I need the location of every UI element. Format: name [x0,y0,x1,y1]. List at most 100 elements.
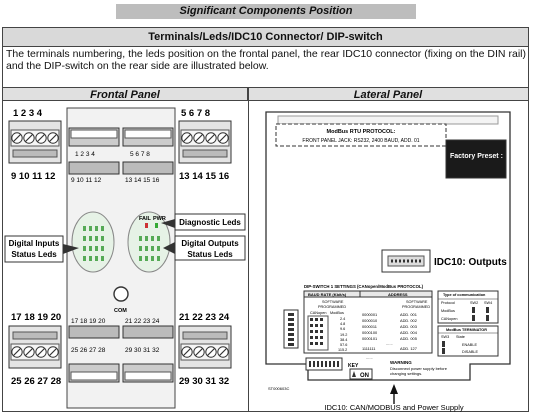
svg-text:9.6: 9.6 [340,327,345,331]
terminal-block-top-left [8,120,62,164]
lateral-panel-diagram: ModBus RTU PROTOCOL: FRONT PANEL JACK: R… [265,111,511,412]
center-terminals-17-20: 17 18 19 20 [71,318,106,325]
idc10-caption: IDC10: CAN/MODBUS and Power Supply [324,403,463,412]
modbus-info-box [275,123,447,147]
terminals-25-28: 25 26 27 28 [11,376,61,387]
factory-preset-box [445,139,507,179]
terminal-block-top-right [178,120,232,164]
svg-text:0000010: 0000010 [362,318,378,323]
terminals-5-8: 5 6 7 8 [181,108,210,119]
lateral-panel-title: Lateral Panel [247,87,528,101]
svg-text:Type of communication: Type of communication [443,293,486,297]
digital-inputs-callout: Digital Inputs Status Leds [4,235,79,263]
center-terminals-21-24: 21 22 23 24 [125,318,160,325]
idc10-outputs-label: IDC10: Outputs [434,257,507,268]
svg-text:BAUD RATE (Kbit/s): BAUD RATE (Kbit/s) [308,292,347,297]
svg-text:ModBus: ModBus [441,309,455,313]
svg-text:......: ...... [386,341,393,346]
digital-outputs-callout: Digital Outputs Status Leds [163,235,246,261]
terminals-13-16: 13 14 15 16 [179,171,229,182]
center-terminals-5-8: 5 6 7 8 [130,151,150,158]
svg-text:Digital Outputs: Digital Outputs [181,239,239,248]
svg-text:PROGRAMMED: PROGRAMMED [318,305,346,309]
svg-text:DIP-SWITCH 1 SETTINGS (CANopen: DIP-SWITCH 1 SETTINGS (CANopen/ModBus PR… [304,284,424,289]
svg-text:SOFTWARE: SOFTWARE [406,300,428,304]
svg-text:ADD. 001: ADD. 001 [400,312,417,317]
page-title: Significant Components Position [116,4,416,19]
svg-text:PROGRAMMED: PROGRAMMED [402,305,430,309]
svg-text:CANopen: CANopen [441,317,457,321]
terminal-block-bottom-left [8,325,62,369]
svg-text:57.6: 57.6 [340,343,347,347]
terminal-block-bottom-right [178,325,232,369]
svg-text:ADDRESS: ADDRESS [388,292,408,297]
terminals-1-4: 1 2 3 4 [13,108,43,119]
svg-text:0000001: 0000001 [362,312,377,317]
svg-text:KEY: KEY [348,363,359,369]
section-title: Terminals/Leds/IDC10 Connector/ DIP-swit… [3,28,528,47]
svg-text:1111111: 1111111 [362,346,375,351]
svg-text:Disconnect power supply before: Disconnect power supply before [390,366,448,371]
svg-text:Status Leds: Status Leds [187,250,233,259]
center-terminals-1-4: 1 2 3 4 [75,151,95,158]
factory-preset-label: Factory Preset : [450,153,503,160]
terminals-21-24: 21 22 23 24 [179,312,230,323]
svg-text:ADD. 127: ADD. 127 [400,346,417,351]
svg-text:ADD. 004: ADD. 004 [400,330,418,335]
diagnostic-leds [145,223,158,228]
terminals-17-20: 17 18 19 20 [11,312,61,323]
components-box: Terminals/Leds/IDC10 Connector/ DIP-swit… [2,27,529,412]
center-terminals-13-16: 13 14 15 16 [125,177,160,184]
svg-text:38.4: 38.4 [340,338,347,342]
pwr-label: PWR [153,216,166,222]
column-divider [248,87,249,412]
frontal-panel-diagram: 1 2 3 4 9 10 11 12 5 6 7 8 13 14 15 16 [4,107,246,409]
communication-type-table: Type of communication Protocol SW2 SW4 M… [437,290,499,324]
warning-note: WARNING Disconnect power supply before c… [390,360,448,376]
diagnostic-callout: Diagnostic Leds [161,213,246,231]
svg-text:4.8: 4.8 [340,322,345,326]
center-terminals-9-12: 9 10 11 12 [71,177,102,184]
svg-text:0000101: 0000101 [362,336,377,341]
description: The terminals numbering, the leds positi… [6,48,526,72]
svg-text:ADD. 002: ADD. 002 [400,318,417,323]
svg-text:......: ...... [366,355,373,360]
svg-text:changing settings.: changing settings. [390,371,422,376]
svg-text:SW4: SW4 [484,301,492,305]
svg-text:Status Leds: Status Leds [11,250,57,259]
svg-text:SOFTWARE: SOFTWARE [322,300,344,304]
digital-input-leds [83,226,104,261]
frontal-panel-title: Frontal Panel [3,87,247,101]
part-code: ST000603C [268,386,289,391]
dip-switch-settings: DIP-SWITCH 1 SETTINGS (CANopen/ModBus PR… [303,284,433,354]
svg-text:State: State [456,335,465,339]
svg-text:ENABLE: ENABLE [462,343,477,347]
svg-text:0000100: 0000100 [362,330,378,335]
idc10-power-arrow [390,384,398,404]
svg-text:0000011: 0000011 [362,324,377,329]
svg-text:Diagnostic Leds: Diagnostic Leds [179,218,241,227]
digital-output-leds [139,236,160,261]
com-label: COM [114,308,127,314]
modbus-title: ModBus RTU PROTOCOL: [327,129,396,135]
svg-text:DISABLE: DISABLE [462,350,479,354]
svg-text:SW3: SW3 [441,335,449,339]
modbus-detail: FRONT PANEL JACK: RS232, 2400 BAUD, ADD.… [302,138,419,144]
svg-text:Digital Inputs: Digital Inputs [9,239,60,248]
idc10-outputs-connector [381,249,431,273]
svg-text:ADD. 003: ADD. 003 [400,324,417,329]
svg-text:2.4: 2.4 [340,317,345,321]
svg-text:ModBus TERMINATOR: ModBus TERMINATOR [446,328,487,332]
svg-text:19.2: 19.2 [340,333,347,337]
terminals-9-12: 9 10 11 12 [11,171,55,182]
svg-text:SW2: SW2 [470,301,478,305]
fail-label: FAIL [139,216,152,222]
dip-switch-body: ...... KEY ON [305,355,373,380]
svg-text:WARNING: WARNING [390,360,412,365]
terminals-29-32: 29 30 31 32 [179,376,229,387]
center-terminals-29-32: 29 30 31 32 [125,347,160,354]
svg-text:ModBus: ModBus [330,311,344,315]
center-terminals-25-28: 25 26 27 28 [71,347,106,354]
svg-text:Protocol: Protocol [441,301,455,305]
svg-text:CANopen: CANopen [310,311,326,315]
